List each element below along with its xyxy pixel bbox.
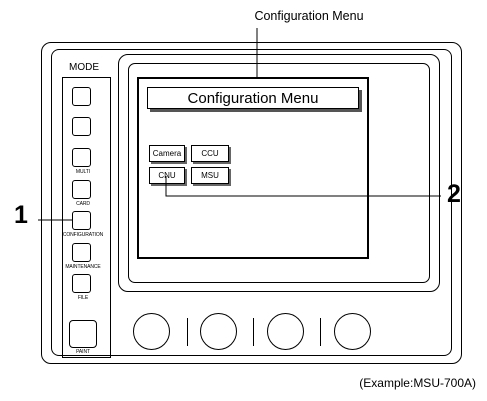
callout-number-2: 2 — [447, 180, 461, 208]
ccu-button[interactable]: CCU — [191, 145, 229, 162]
rotary-knob-3[interactable] — [267, 313, 304, 350]
mode-button-strip — [62, 77, 111, 358]
mode-title: MODE — [69, 62, 99, 73]
multi-label: MULTI — [75, 169, 91, 175]
rotary-knob-1[interactable] — [133, 313, 170, 350]
maintenance-label: MAINTENANCE — [65, 264, 101, 270]
mode-button-1[interactable] — [72, 87, 91, 106]
file-button[interactable] — [72, 274, 91, 293]
mode-button-2[interactable] — [72, 117, 91, 136]
knob-divider-3 — [320, 318, 321, 346]
cnu-button[interactable]: CNU — [149, 167, 185, 184]
multi-button[interactable] — [72, 148, 91, 167]
screen-title: Configuration Menu — [147, 87, 359, 109]
rotary-knob-2[interactable] — [200, 313, 237, 350]
card-label: CARD — [76, 201, 90, 207]
msu-button[interactable]: MSU — [191, 167, 229, 184]
card-button[interactable] — [72, 180, 91, 199]
file-label: FILE — [77, 295, 89, 301]
paint-label: PAINT — [76, 349, 90, 355]
camera-button[interactable]: Camera — [149, 145, 185, 162]
rotary-knob-4[interactable] — [334, 313, 371, 350]
callout-2-leader — [165, 176, 441, 197]
callout-number-1: 1 — [14, 201, 28, 229]
configuration-label: CONFIGURATION — [62, 232, 104, 238]
top-caption: Configuration Menu — [254, 9, 364, 23]
knob-divider-2 — [253, 318, 254, 346]
maintenance-button[interactable] — [72, 243, 91, 262]
example-model-note: (Example:MSU-700A) — [359, 376, 476, 390]
paint-button[interactable] — [69, 320, 97, 348]
knob-divider-1 — [187, 318, 188, 346]
